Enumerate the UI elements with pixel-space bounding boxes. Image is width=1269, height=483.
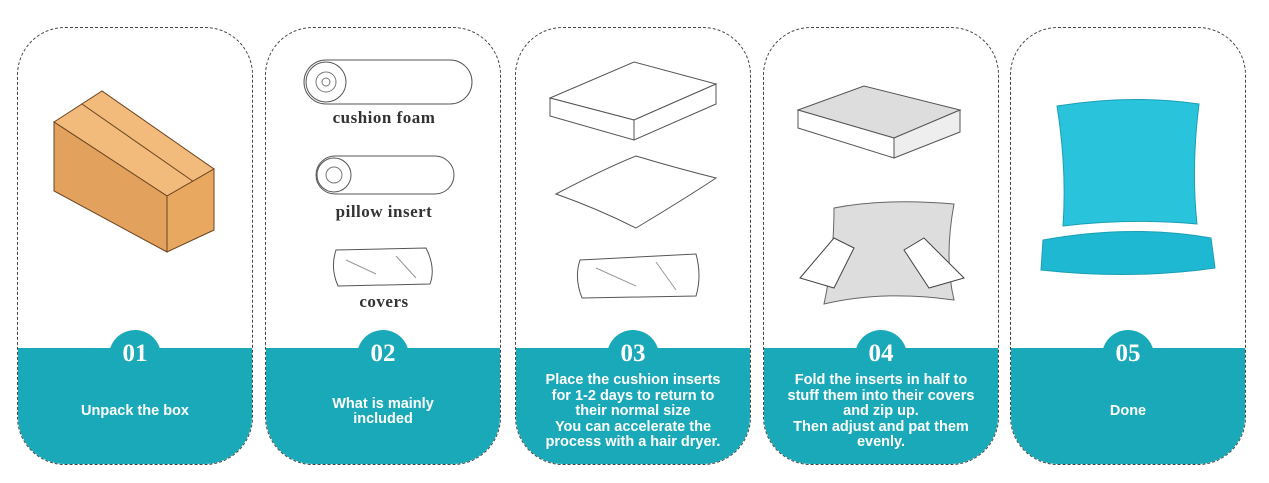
step-description: Fold the inserts in half to stuff them i… bbox=[787, 372, 975, 451]
finished-cushion-icon bbox=[1040, 98, 1216, 276]
item-label: pillow insert bbox=[335, 202, 433, 221]
cardboard-box-icon bbox=[53, 90, 215, 253]
item-label: cushion foam bbox=[332, 108, 436, 127]
step-number: 01 bbox=[109, 330, 161, 374]
step-card-1: 01 Unpack the box bbox=[17, 27, 253, 465]
stuffing-covers-icon bbox=[796, 85, 965, 305]
step-number: 04 bbox=[855, 330, 907, 374]
item-label: covers bbox=[359, 292, 409, 311]
step-card-5: 05 Done bbox=[1010, 27, 1246, 465]
step-card-2: cushion foam pillow insert covers 02 Wha… bbox=[265, 27, 501, 465]
step-description: What is mainly included bbox=[332, 395, 434, 427]
step-description: Unpack the box bbox=[81, 403, 189, 420]
step-card-4: 04 Fold the inserts in half to stuff the… bbox=[763, 27, 999, 465]
included-items-icon bbox=[303, 59, 473, 287]
step-number: 03 bbox=[607, 330, 659, 374]
step-number: 02 bbox=[357, 330, 409, 374]
cushion-inserts-icon bbox=[548, 61, 718, 299]
step-description: Done bbox=[1109, 403, 1147, 420]
step-number: 05 bbox=[1102, 330, 1154, 374]
step-card-3: 03 Place the cushion inserts for 1-2 day… bbox=[515, 27, 751, 465]
step-description: Place the cushion inserts for 1-2 days t… bbox=[545, 372, 721, 451]
